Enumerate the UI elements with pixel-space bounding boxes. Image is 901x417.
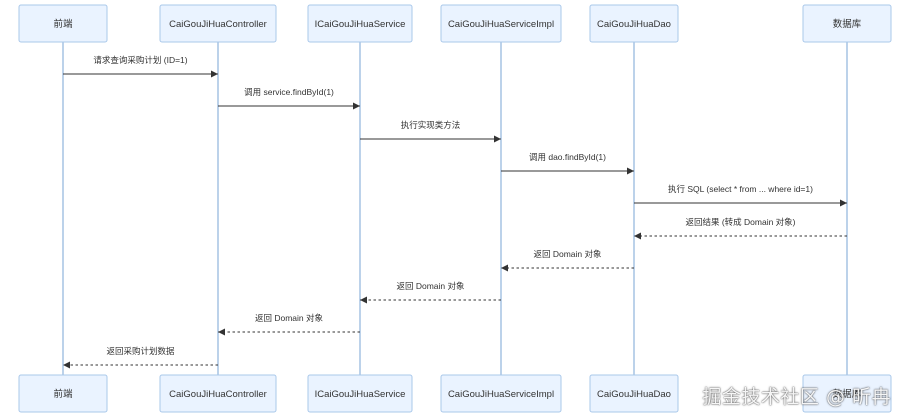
message-label: 返回结果 (转成 Domain 对象) [685,217,795,227]
participant-label: CaiGouJiHuaController [169,389,267,400]
participant-controller-top: CaiGouJiHuaController [159,4,277,43]
actors: 前端前端CaiGouJiHuaControllerCaiGouJiHuaCont… [18,4,892,413]
participant-box [440,374,562,413]
participant-service-bottom: ICaiGouJiHuaService [307,374,413,413]
message-label: 请求查询采购计划 (ID=1) [93,55,187,65]
message-label: 返回采购计划数据 [106,346,175,356]
message-label: 返回 Domain 对象 [396,281,465,291]
participant-box [589,4,679,43]
participant-label: 前端 [53,18,73,30]
participant-box [802,374,892,413]
message-6: 返回结果 (转成 Domain 对象) [634,217,847,240]
participant-label: CaiGouJiHuaDao [597,389,671,400]
participant-box [159,4,277,43]
participant-db-top: 数据库 [802,4,892,43]
participant-label: 数据库 [833,18,862,30]
participant-label: CaiGouJiHuaController [169,19,267,30]
participant-label: ICaiGouJiHuaService [315,389,406,400]
message-5: 执行 SQL (select * from ... where id=1) [634,184,847,207]
participant-box [159,374,277,413]
participant-box [440,4,562,43]
message-label: 执行实现类方法 [401,120,461,130]
messages: 请求查询采购计划 (ID=1) 调用 service.findById(1) 执行实… [63,55,847,369]
participant-box [307,374,413,413]
participant-frontend-top: 前端 [18,4,108,43]
message-9: 返回 Domain 对象 [218,313,360,336]
participant-serviceimpl-bottom: CaiGouJiHuaServiceImpl [440,374,562,413]
lifelines [62,42,848,375]
participant-label: 前端 [53,388,73,400]
message-label: 返回 Domain 对象 [255,313,324,323]
participant-dao-bottom: CaiGouJiHuaDao [589,374,679,413]
participant-box [589,374,679,413]
participant-box [802,4,892,43]
participant-box [18,374,108,413]
participant-label: CaiGouJiHuaDao [597,19,671,30]
participant-service-top: ICaiGouJiHuaService [307,4,413,43]
message-4: 调用 dao.findById(1) [501,152,634,175]
message-label: 执行 SQL (select * from ... where id=1) [668,184,813,194]
participant-controller-bottom: CaiGouJiHuaController [159,374,277,413]
watermark: 掘金技术社区 @ 昕冉 [702,386,891,408]
participant-label: ICaiGouJiHuaService [315,19,406,30]
message-1: 请求查询采购计划 (ID=1) [63,55,218,78]
participant-label: 数据库 [833,388,862,400]
message-10: 返回采购计划数据 [63,346,218,369]
message-8: 返回 Domain 对象 [360,281,501,304]
message-7: 返回 Domain 对象 [501,249,634,272]
message-label: 返回 Domain 对象 [533,249,602,259]
participant-label: CaiGouJiHuaServiceImpl [448,389,554,400]
message-2: 调用 service.findById(1) [218,87,360,110]
participant-serviceimpl-top: CaiGouJiHuaServiceImpl [440,4,562,43]
participant-frontend-bottom: 前端 [18,374,108,413]
message-3: 执行实现类方法 [360,120,501,143]
message-label: 调用 service.findById(1) [244,87,334,97]
message-label: 调用 dao.findById(1) [529,152,606,162]
participant-label: CaiGouJiHuaServiceImpl [448,19,554,30]
participant-db-bottom: 数据库 [802,374,892,413]
participant-box [18,4,108,43]
participant-dao-top: CaiGouJiHuaDao [589,4,679,43]
participant-box [307,4,413,43]
